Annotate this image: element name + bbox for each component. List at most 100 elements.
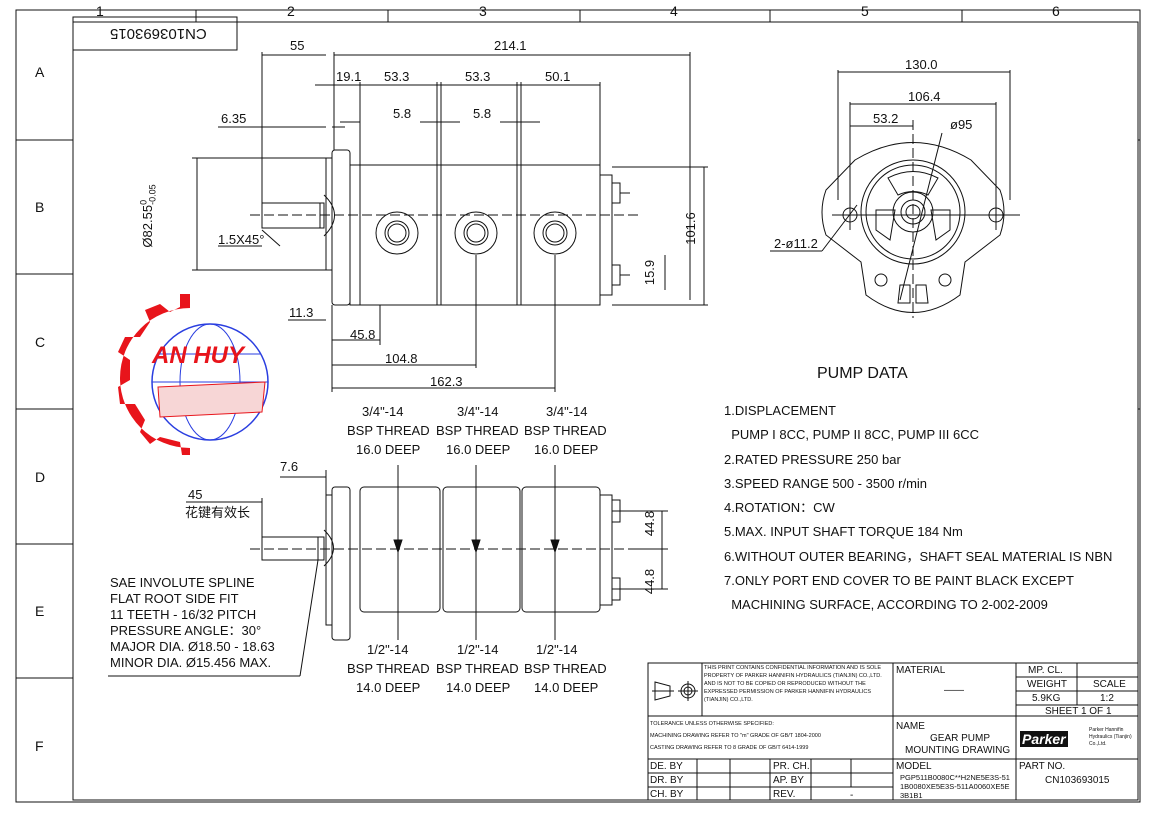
dim-101-6: 101.6: [682, 212, 698, 245]
row-label-d: D: [35, 469, 46, 485]
outlet-port-2-thread: BSP THREAD: [436, 661, 519, 676]
ap-by-label: AP. BY: [773, 775, 804, 786]
column-label-6: 6: [1052, 3, 1060, 19]
rev-value: -: [850, 790, 854, 801]
pump-data-line: 2.RATED PRESSURE 250 bar: [724, 451, 901, 467]
part-no-value: CN103693015: [1045, 775, 1110, 786]
dr-by-label: DR. BY: [650, 775, 684, 786]
outlet-port-2-size: 1/2"-14: [457, 642, 499, 657]
dim-5-8-a: 5.8: [393, 106, 412, 121]
pump-data-line: 3.SPEED RANGE 500 - 3500 r/min: [724, 475, 928, 491]
outlet-port-1-depth: 14.0 DEEP: [356, 680, 421, 695]
pump-data-line: PUMP I 8CC, PUMP II 8CC, PUMP III 6CC: [724, 427, 980, 443]
name-label: NAME: [896, 721, 925, 732]
inlet-port-1-size: 3/4"-14: [362, 404, 404, 419]
pump-data-line: 4.ROTATION：CW: [724, 500, 835, 516]
pilot-tol-lower: -0.05: [147, 184, 158, 205]
inlet-port-2-depth: 16.0 DEEP: [446, 442, 511, 457]
dim-214-1: 214.1: [494, 38, 527, 53]
outlet-port-2-depth: 14.0 DEEP: [446, 680, 511, 695]
mirrored-part-number: CN103693015: [110, 25, 207, 42]
pump-data-line: 7.ONLY PORT END COVER TO BE PAINT BLACK …: [724, 573, 1074, 589]
an-huy-logo: AN HUY: [100, 292, 285, 457]
column-label-1: 1: [96, 3, 104, 19]
sheet-frame: [15, 9, 1141, 803]
model-value: PGP511B0080C**H2NE5E3S-511B0080XE5E3S-51…: [900, 773, 1010, 800]
name-value-1: GEAR PUMP: [930, 733, 991, 744]
gear-globe-icon: [118, 294, 269, 455]
tolerance-line: MACHINING DRAWING REFER TO "m" GRADE OF …: [650, 733, 821, 739]
dim-162-3: 162.3: [430, 374, 463, 389]
dim-53-2: 53.2: [873, 111, 899, 126]
dim-106-4: 106.4: [908, 89, 941, 104]
row-label-a: A: [35, 64, 45, 80]
row-label-e: E: [35, 603, 45, 619]
column-label-2: 2: [287, 3, 295, 19]
dim-5-8-b: 5.8: [473, 106, 492, 121]
tolerance-line: TOLERANCE UNLESS OTHERWISE SPECIFIED:: [650, 721, 774, 727]
parker-company-name: Parker Hannifin Hydraulics (Tianjin) Co.…: [1089, 727, 1132, 747]
dim-19-1: 19.1: [336, 69, 362, 84]
pr-ch-label: PR. CH.: [773, 761, 810, 772]
dim-45: 45: [188, 487, 203, 502]
scale-label: SCALE: [1093, 679, 1126, 690]
inlet-port-1-depth: 16.0 DEEP: [356, 442, 421, 457]
ch-by-label: CH. BY: [650, 789, 684, 800]
spline-length-label: 花键有效长: [185, 505, 251, 520]
column-label-3: 3: [479, 3, 487, 19]
spline-note: PRESSURE ANGLE：30°: [110, 623, 262, 638]
dim-130: 130.0: [905, 57, 938, 72]
sheet-label: SHEET 1 OF 1: [1045, 706, 1112, 717]
weight-value: 5.9KG: [1032, 693, 1061, 704]
tolerance-notes: TOLERANCE UNLESS OTHERWISE SPECIFIED: MAC…: [650, 718, 821, 754]
inlet-port-3-thread: BSP THREAD: [524, 423, 607, 438]
column-label-5: 5: [861, 3, 869, 19]
model-label: MODEL: [896, 761, 932, 772]
spline-note: SAE INVOLUTE SPLINE: [110, 575, 255, 590]
dim-6-35: 6.35: [221, 111, 247, 126]
de-by-label: DE. BY: [650, 761, 683, 772]
spline-note: MINOR DIA. Ø15.456 MAX.: [110, 655, 272, 670]
outlet-port-1-size: 1/2"-14: [367, 642, 409, 657]
dim-mounting-holes: 2-ø11.2: [774, 236, 818, 251]
pump-data-line: MACHINING SURFACE, ACCORDING TO 2-002-20…: [724, 597, 1048, 613]
pump-data-list: 1.DISPLACEMENT PUMP I 8CC, PUMP II 8CC, …: [724, 399, 1112, 618]
inlet-port-1-thread: BSP THREAD: [347, 423, 430, 438]
dim-50-1: 50.1: [545, 69, 571, 84]
dim-15-9: 15.9: [642, 259, 658, 286]
scale-value: 1:2: [1100, 693, 1114, 704]
dim-chamfer: 1.5X45°: [218, 232, 265, 247]
front-view: [770, 70, 1020, 318]
spline-note: MAJOR DIA. Ø18.50 - 18.63: [110, 639, 275, 654]
dim-104-8: 104.8: [385, 351, 418, 366]
mp-cl-label: MP. CL.: [1028, 665, 1063, 676]
tolerance-line: CASTING DRAWING REFER TO 8 GRADE OF GB/T…: [650, 745, 809, 751]
dim-53-3-a: 53.3: [384, 69, 410, 84]
weight-label: WEIGHT: [1027, 679, 1067, 690]
pump-data-title: PUMP DATA: [817, 365, 908, 382]
dim-45-8: 45.8: [350, 327, 376, 342]
inlet-port-3-depth: 16.0 DEEP: [534, 442, 599, 457]
name-value-2: MOUNTING DRAWING: [905, 745, 1011, 756]
row-label-b: B: [35, 199, 45, 215]
rev-label: REV.: [773, 789, 796, 800]
dim-53-3-b: 53.3: [465, 69, 491, 84]
pump-data-line: 1.DISPLACEMENT: [724, 403, 836, 418]
side-view: [192, 52, 708, 392]
dim-95: ø95: [950, 117, 973, 132]
spline-note: 11 TEETH - 16/32 PITCH: [110, 607, 257, 622]
inlet-port-3-size: 3/4"-14: [546, 404, 588, 419]
dim-44-8-b: 44.8: [642, 568, 658, 595]
spline-note: FLAT ROOT SIDE FIT: [110, 591, 239, 606]
inlet-port-2-size: 3/4"-14: [457, 404, 499, 419]
parker-logo: Parker: [1020, 731, 1068, 747]
top-view: [108, 465, 668, 677]
outlet-port-3-thread: BSP THREAD: [524, 661, 607, 676]
pump-data-line: 6.WITHOUT OUTER BEARING，SHAFT SEAL MATER…: [724, 548, 1113, 564]
dim-11-3: 11.3: [289, 305, 314, 320]
dim-55: 55: [290, 38, 305, 53]
row-label-f: F: [35, 738, 44, 754]
material-value: ——: [944, 685, 964, 696]
